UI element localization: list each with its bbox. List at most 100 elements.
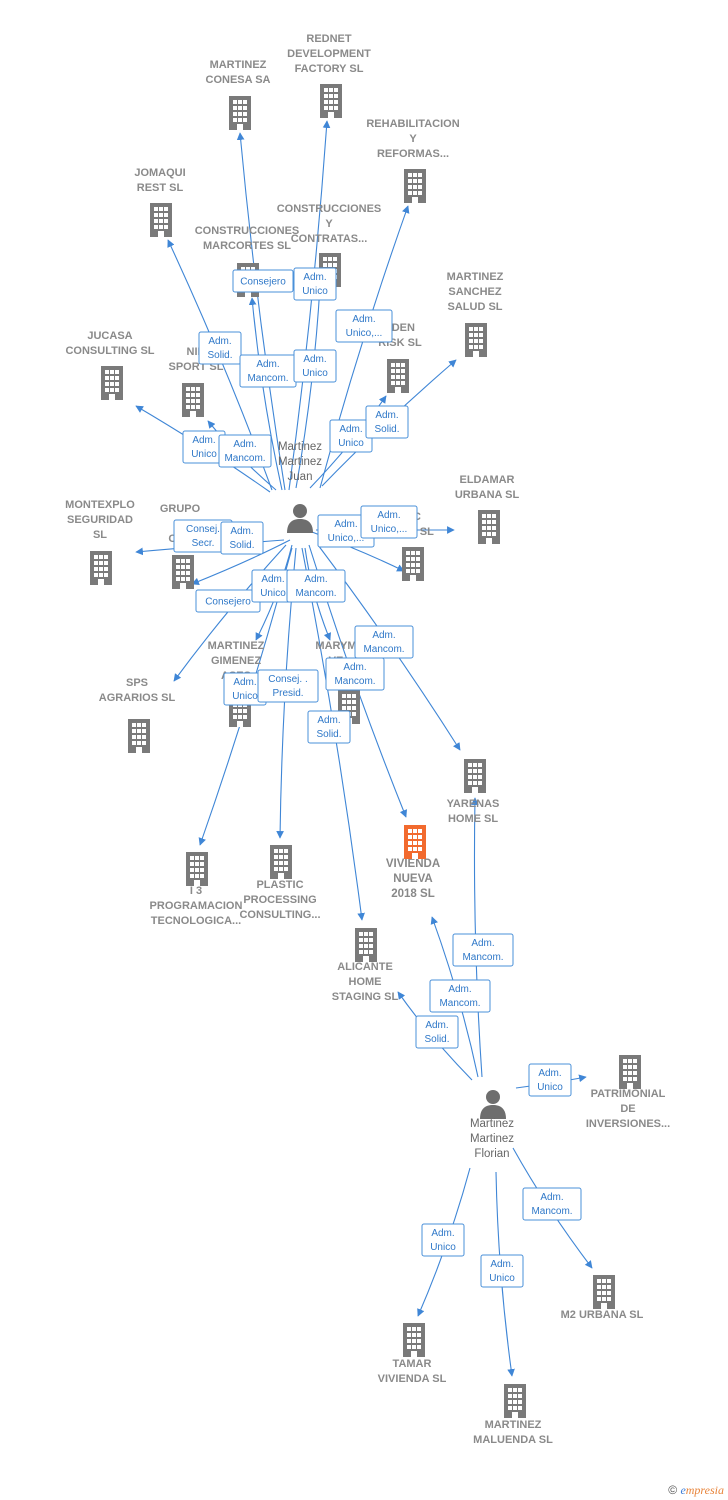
company-node-i3[interactable]: I 3PROGRAMACIONTECNOLOGICA... <box>150 852 243 927</box>
relation-text: Consejero <box>240 277 286 288</box>
company-label: REDNET <box>306 33 352 45</box>
relation-label[interactable]: Consejero <box>195 589 261 613</box>
relation-text: Solid. <box>424 1034 449 1045</box>
empresia-logo: empresia <box>680 1483 724 1497</box>
relation-text: Unico,... <box>328 533 365 544</box>
relation-label[interactable]: Adm.Unico,... <box>360 505 418 539</box>
relation-text: Mancom. <box>334 676 375 687</box>
company-label: GIMENEZ <box>211 655 261 667</box>
relation-text: Unico <box>537 1082 563 1093</box>
relation-label[interactable]: Adm.Unico <box>293 349 337 383</box>
company-label: PROGRAMACION <box>150 900 243 912</box>
company-label: VIVIENDA SL <box>378 1373 447 1385</box>
relation-label[interactable]: Adm.Unico <box>528 1063 572 1097</box>
company-label: Y <box>409 133 417 145</box>
company-label: 2018 SL <box>391 888 434 900</box>
relation-box <box>307 710 351 744</box>
company-label: PLASTIC <box>256 879 303 891</box>
copyright-icon: © <box>668 1483 678 1497</box>
company-label: PROCESSING <box>243 894 316 906</box>
building-icon <box>182 383 204 417</box>
relation-label[interactable]: Adm.Unico <box>480 1254 524 1288</box>
company-label: SEGURIDAD <box>67 514 133 526</box>
company-label: CONSULTING... <box>239 909 320 921</box>
relation-label[interactable]: Adm.Mancom. <box>325 657 385 691</box>
company-node-construcciones-contratas[interactable]: CONSTRUCCIONESYCONTRATAS... <box>277 203 382 287</box>
relation-label[interactable]: Adm.Solid. <box>198 331 242 365</box>
relation-text: Adm. <box>339 424 362 435</box>
relation-label[interactable]: Consej. .Presid. <box>257 669 319 703</box>
relation-label[interactable]: Adm.Mancom. <box>239 354 297 388</box>
company-label: ALICANTE <box>337 961 393 973</box>
relation-label[interactable]: Adm.Mancom. <box>522 1187 582 1221</box>
relation-label[interactable]: Adm.Unico <box>421 1223 465 1257</box>
relation-label[interactable]: Adm.Unico,... <box>317 514 375 548</box>
building-icon <box>404 825 426 859</box>
company-node-rehabilitacion[interactable]: REHABILITACIONYREFORMAS... <box>366 118 460 203</box>
relation-label[interactable]: Adm.Mancom. <box>354 625 414 659</box>
relation-text: Unico,... <box>371 524 408 535</box>
company-label: HOME <box>349 976 382 988</box>
relation-text: Mancom. <box>295 588 336 599</box>
company-label: JOMAQUI <box>134 167 185 179</box>
relation-text: Adm. <box>230 526 253 537</box>
relation-label[interactable]: Adm.Solid. <box>365 405 409 439</box>
relation-text: Mancom. <box>439 998 480 1009</box>
company-node-m2-urbana[interactable]: M2 URBANA SL <box>561 1275 644 1321</box>
relation-label[interactable]: Adm.Unico <box>293 267 337 301</box>
relation-text: Adm. <box>471 938 494 949</box>
relation-label[interactable]: Adm.Solid. <box>307 710 351 744</box>
relation-text: Mancom. <box>224 453 265 464</box>
relation-label[interactable]: Adm.Mancom. <box>429 979 491 1013</box>
relation-label[interactable]: Adm.Unico,... <box>335 309 393 343</box>
company-label: CONSTRUCCIONES <box>195 225 300 237</box>
relation-box <box>293 267 337 301</box>
company-node-alicante[interactable]: ALICANTE HOME STAGING SL <box>332 928 399 1003</box>
relation-text: Adm. <box>304 574 327 585</box>
person-label: Martinez <box>278 456 322 468</box>
company-label: CONESA SA <box>206 74 271 86</box>
company-node-plastic[interactable]: PLASTIC PROCESSING CONSULTING... <box>239 845 321 921</box>
relation-text: Adm. <box>233 677 256 688</box>
company-label: MALUENDA SL <box>473 1434 553 1446</box>
relation-label[interactable]: Adm.Solid. <box>415 1015 459 1049</box>
relation-text: Unico <box>302 286 328 297</box>
company-label: FACTORY SL <box>295 63 364 75</box>
relation-label[interactable]: Adm.Mancom. <box>218 434 272 468</box>
company-label: STAGING SL <box>332 991 399 1003</box>
building-icon <box>404 169 426 203</box>
relation-label[interactable]: Adm.Mancom. <box>452 933 514 967</box>
company-label: M2 URBANA SL <box>561 1309 644 1321</box>
relation-label[interactable]: Consejero <box>232 269 294 293</box>
person-label: Juan <box>288 471 313 483</box>
relation-text: Consejero <box>205 597 251 608</box>
company-node-patrimonial[interactable]: PATRIMONIALDEINVERSIONES... <box>586 1055 670 1130</box>
relation-label[interactable]: Adm. Mancom. <box>286 569 346 603</box>
relation-text: Adm. <box>303 354 326 365</box>
company-label: MARTINEZ <box>447 271 504 283</box>
relation-label[interactable]: Adm.Unico <box>251 569 295 603</box>
company-label: MONTEXPLO <box>65 499 135 511</box>
relation-box <box>325 657 385 691</box>
relation-label[interactable]: Adm.Solid. <box>220 521 264 555</box>
relation-label[interactable]: Consej.Secr. <box>173 519 233 553</box>
company-label: YARENAS <box>447 798 500 810</box>
relation-text: Adm. <box>490 1259 513 1270</box>
building-icon <box>101 366 123 400</box>
relation-box <box>360 505 418 539</box>
